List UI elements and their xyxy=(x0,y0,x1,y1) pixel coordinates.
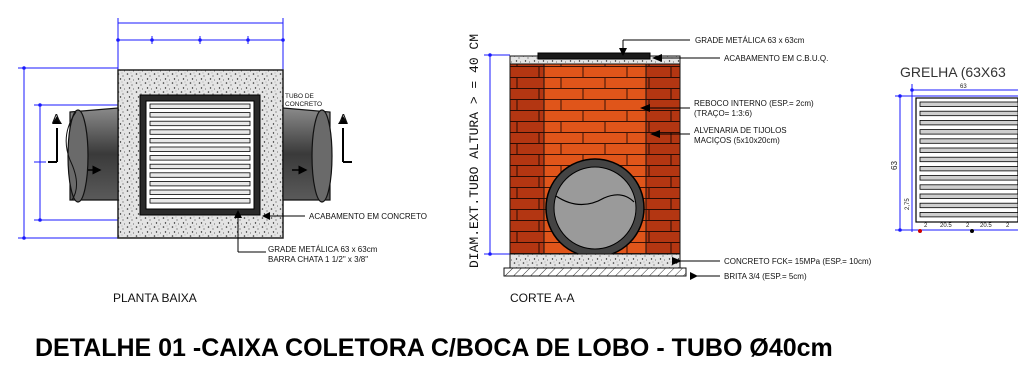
tubo-label-line2: CONCRETO xyxy=(285,101,322,108)
corte-aa: DIAM.EXT.TUBO ALTURA > = 40 CM xyxy=(467,34,872,305)
grate-bar xyxy=(149,155,251,161)
planta-baixa: A A TUBO DE CONCRETO ACABAMENTO EM CONCR… xyxy=(18,18,427,305)
section-label-right: A xyxy=(339,111,348,126)
grelha-dim-small-4: 2 xyxy=(966,223,970,229)
planta-dimension-lines xyxy=(18,18,284,239)
planta-grade-label: GRADE METÁLICA 63 x 63cm xyxy=(268,245,378,254)
planta-pipe-right xyxy=(282,107,333,203)
grelha-bar xyxy=(919,110,1018,117)
grelha-bar xyxy=(919,156,1018,163)
grelha-bar xyxy=(919,193,1018,199)
grate-bar xyxy=(149,137,251,144)
grate-bar xyxy=(149,163,251,170)
corte-concreto-label: CONCRETO FCK= 15MPa (ESP.= 10cm) xyxy=(724,257,872,266)
grate-bar xyxy=(149,172,251,178)
corte-acabamento-label: ACABAMENTO EM C.B.U.Q. xyxy=(724,54,828,63)
grelha-bar xyxy=(919,165,1018,172)
planta-acabamento-label: ACABAMENTO EM CONCRETO xyxy=(309,212,427,221)
grelha-bar xyxy=(919,129,1018,135)
grelha-dim-top: 63 xyxy=(960,84,967,90)
corte-brita-label: BRITA 3/4 (ESP.= 5cm) xyxy=(724,272,807,281)
grelha-dim-left: 63 xyxy=(890,161,899,170)
corte-traco-label: (TRAÇO= 1:3:6) xyxy=(694,109,752,118)
corte-pipe xyxy=(545,158,645,258)
grate-bar xyxy=(149,120,251,127)
grate-bar xyxy=(149,112,251,118)
grelha-bar xyxy=(919,184,1018,190)
planta-caption: PLANTA BAIXA xyxy=(113,291,197,305)
planta-grate xyxy=(139,94,261,216)
grate-bar xyxy=(149,103,251,109)
corte-concrete-base xyxy=(509,253,681,269)
corte-macicos-label: MACIÇOS (5x10x20cm) xyxy=(694,136,780,145)
main-title: DETALHE 01 -CAIXA COLETORA C/BOCA DE LOB… xyxy=(35,334,833,362)
corte-brita xyxy=(503,267,687,277)
corte-wall-left xyxy=(509,63,545,255)
grelha-title: GRELHA (63X63 xyxy=(900,64,1006,80)
corte-grade-label: GRADE METÁLICA 63 x 63cm xyxy=(695,36,805,45)
grate-bar xyxy=(149,146,251,152)
grate-bar xyxy=(149,129,251,135)
grelha-bar xyxy=(919,175,1018,181)
grelha-bar xyxy=(919,211,1018,218)
grelha-bar xyxy=(919,120,1018,126)
grate-bar xyxy=(149,180,251,187)
corte-alvenaria-label: ALVENARIA DE TIJOLOS xyxy=(694,126,787,135)
grelha-dim-small-6: 2,75 xyxy=(905,198,911,210)
grelha-dim-small-2: 2 xyxy=(924,223,928,229)
corte-wall-right xyxy=(645,63,681,255)
grate-bar xyxy=(149,198,251,204)
grelha-dim-small-5: 2 xyxy=(1006,223,1010,229)
planta-barra-label: BARRA CHATA 1 1/2" x 3/8" xyxy=(268,255,368,264)
planta-pipe-left xyxy=(65,107,119,203)
grelha-detail: GRELHA (63X63 63 63 2,75 2 20.5 2 20.5 2 xyxy=(890,64,1018,233)
grelha-bar xyxy=(919,101,1018,107)
tubo-label-line1: TUBO DE xyxy=(285,93,315,100)
corte-vertical-label: DIAM.EXT.TUBO ALTURA > = 40 CM xyxy=(467,34,482,268)
grelha-bar xyxy=(919,202,1018,209)
grelha-dim-small-3: 20.5 xyxy=(980,223,992,229)
corte-grate xyxy=(537,52,651,60)
corte-reboco-label: REBOCO INTERNO (ESP.= 2cm) xyxy=(694,99,814,108)
section-marker-right: A xyxy=(338,111,352,163)
section-label-left: A xyxy=(52,111,61,126)
grelha-bar xyxy=(919,147,1018,153)
grate-bar xyxy=(149,189,251,195)
grelha-dim-small-1: 20.5 xyxy=(940,223,952,229)
corte-caption: CORTE A-A xyxy=(510,291,574,305)
grelha-bar xyxy=(919,138,1018,144)
section-marker-left: A xyxy=(48,111,62,163)
